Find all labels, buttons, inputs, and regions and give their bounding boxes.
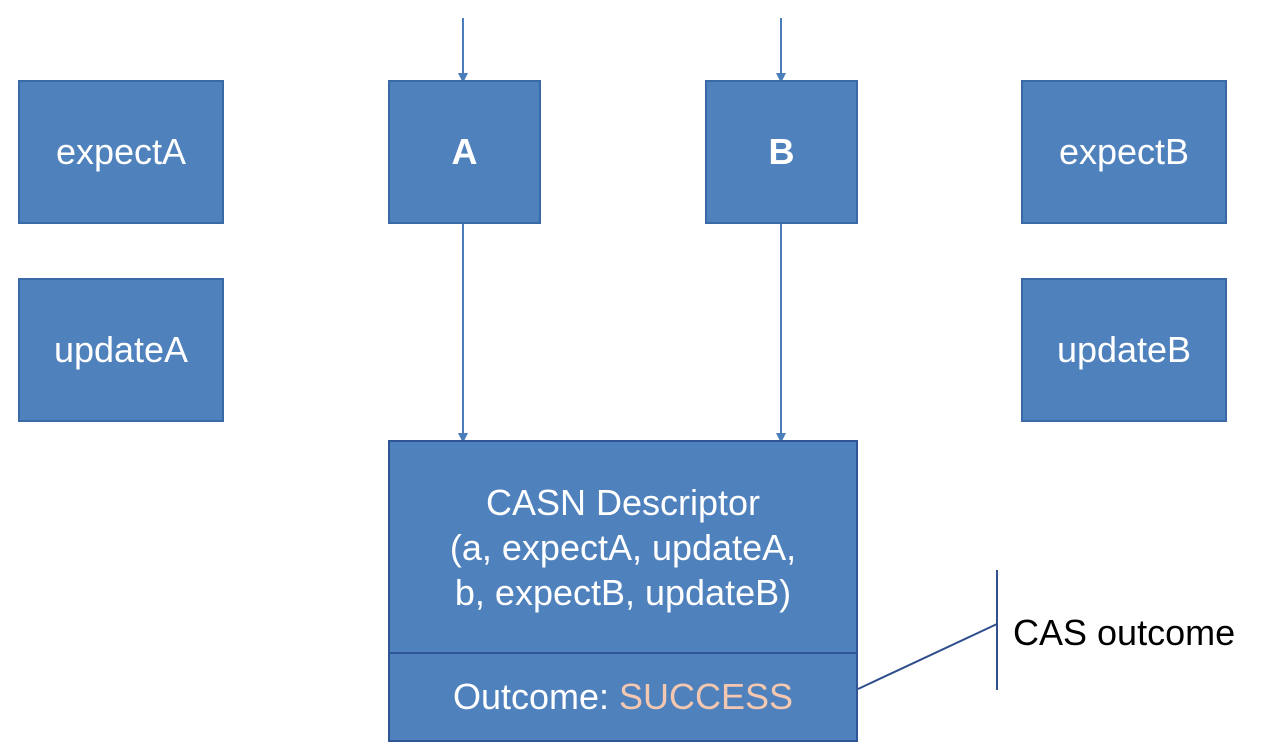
box-expectA: expectA: [18, 80, 224, 224]
box-B: B: [705, 80, 858, 224]
descriptor-body: CASN Descriptor (a, expectA, updateA, b,…: [390, 442, 856, 652]
descriptor-outcome: Outcome: SUCCESS: [390, 654, 856, 740]
casn-descriptor: CASN Descriptor (a, expectA, updateA, b,…: [388, 440, 858, 742]
cas-outcome-annotation: CAS outcome: [1013, 612, 1236, 653]
outcome-value: SUCCESS: [619, 676, 794, 717]
box-updateB: updateB: [1021, 278, 1227, 422]
box-expectA-label: expectA: [55, 131, 187, 172]
descriptor-fields-line2: b, expectB, updateB): [454, 571, 792, 613]
box-updateA: updateA: [18, 278, 224, 422]
descriptor-title: CASN Descriptor: [485, 481, 761, 523]
descriptor-divider: [390, 652, 856, 654]
box-A-label: A: [451, 131, 478, 172]
descriptor-fields-line1: (a, expectA, updateA,: [449, 526, 797, 568]
box-B-label: B: [768, 131, 795, 172]
outcome-label: Outcome:: [452, 676, 619, 717]
box-A: A: [388, 80, 541, 224]
box-expectB-label: expectB: [1058, 131, 1190, 172]
callout-line: [857, 623, 998, 690]
box-updateB-label: updateB: [1056, 329, 1192, 370]
box-expectB: expectB: [1021, 80, 1227, 224]
box-updateA-label: updateA: [53, 329, 189, 370]
